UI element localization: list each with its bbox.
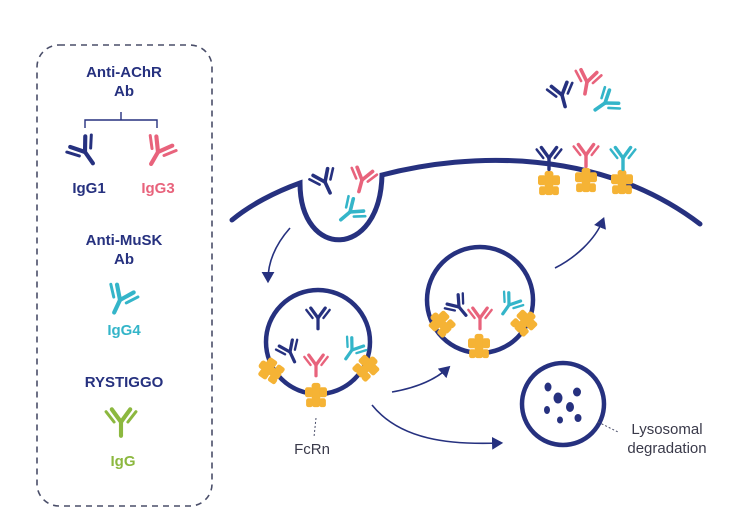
early-endosome xyxy=(253,287,384,408)
achr-title-line1: Anti-AChR xyxy=(86,64,162,81)
curved-arrow-icon xyxy=(371,404,504,450)
fcrn-leader-line xyxy=(313,417,317,438)
igg-label: IgG xyxy=(111,453,136,470)
igg4-antibody-icon xyxy=(101,282,139,319)
rystiggo-igg-antibody-icon xyxy=(106,409,136,435)
lysosome-label-line2: degradation xyxy=(627,440,706,457)
pit-antibodies xyxy=(306,164,380,232)
curved-arrow-icon xyxy=(261,227,291,284)
igg3-antibody-icon xyxy=(138,134,177,172)
achr-title-line2: Ab xyxy=(114,83,134,100)
legend-border xyxy=(36,44,213,507)
musk-title-line2: Ab xyxy=(114,251,134,268)
igg3-label: IgG3 xyxy=(141,180,174,197)
achr-bracket xyxy=(84,112,158,128)
igg1-antibody-icon xyxy=(65,133,105,172)
rystiggo-title: RYSTIGGO xyxy=(85,374,164,391)
fcrn-receptor-icon xyxy=(538,170,560,196)
curved-arrow-icon xyxy=(391,365,451,393)
cell-membrane xyxy=(229,157,703,243)
pathway-arrows xyxy=(261,217,606,450)
lysosome xyxy=(519,360,607,448)
lysosome-label-line1: Lysosomal xyxy=(631,421,702,438)
released-antibodies xyxy=(544,67,624,123)
musk-title-line1: Anti-MuSK xyxy=(86,232,163,249)
surface-fcrn-complexes xyxy=(534,142,638,196)
igg4-label: IgG4 xyxy=(107,322,141,339)
legend-panel: Anti-AChR Ab IgG1 IgG3 Anti-MuSK Ab IgG4… xyxy=(36,44,213,507)
igg1-label: IgG1 xyxy=(72,180,105,197)
recycling-endosome xyxy=(424,244,542,359)
fcrn-label: FcRn xyxy=(294,441,330,458)
curved-arrow-icon xyxy=(554,217,606,269)
fcrn-receptor-icon xyxy=(611,169,633,195)
